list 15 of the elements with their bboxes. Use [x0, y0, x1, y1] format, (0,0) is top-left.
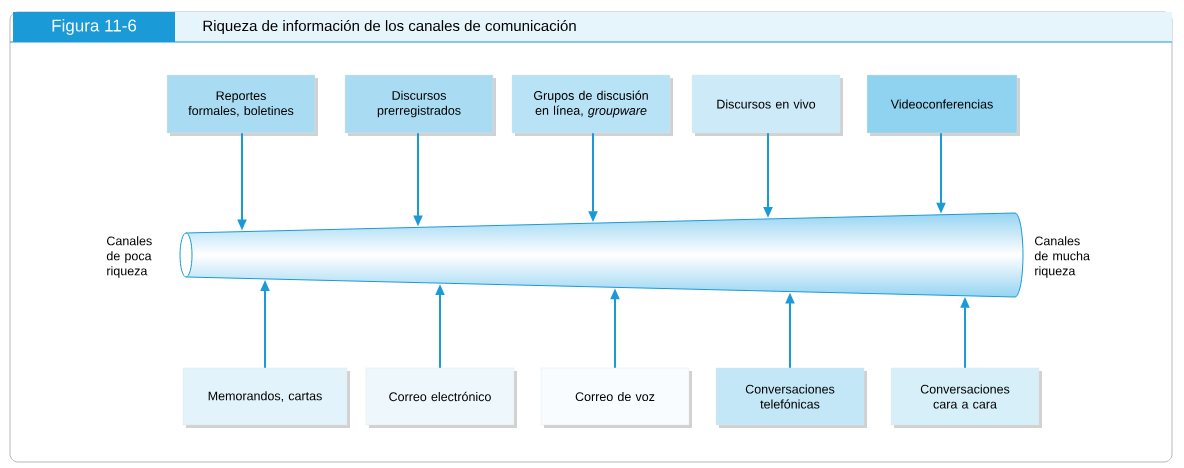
side-label: Canales de poca riqueza: [106, 236, 152, 278]
figure-tab: Figura 11-6: [13, 12, 175, 42]
channel-box: Correo electrónico: [365, 367, 515, 426]
title: Riqueza de información de los canales de comunicación: [203, 19, 576, 35]
cone: [179, 212, 1024, 298]
channel-box: Reportes formales, boletines: [166, 74, 316, 134]
channel-box: Memorandos, cartas: [182, 367, 348, 426]
channel-box: Conversaciones cara a cara: [890, 367, 1040, 426]
channel-box: Conversaciones telefónicas: [715, 367, 865, 426]
channel-box: Videoconferencias: [866, 74, 1018, 134]
channel-box: Correo de voz: [540, 367, 690, 426]
channel-box: Discursos prerregistrados: [344, 74, 494, 134]
channel-box: Discursos en vivo: [691, 74, 841, 134]
channel-box: Grupos de discusión en línea, groupware: [511, 74, 671, 134]
side-label: Canales de mucha riqueza: [1034, 236, 1090, 278]
